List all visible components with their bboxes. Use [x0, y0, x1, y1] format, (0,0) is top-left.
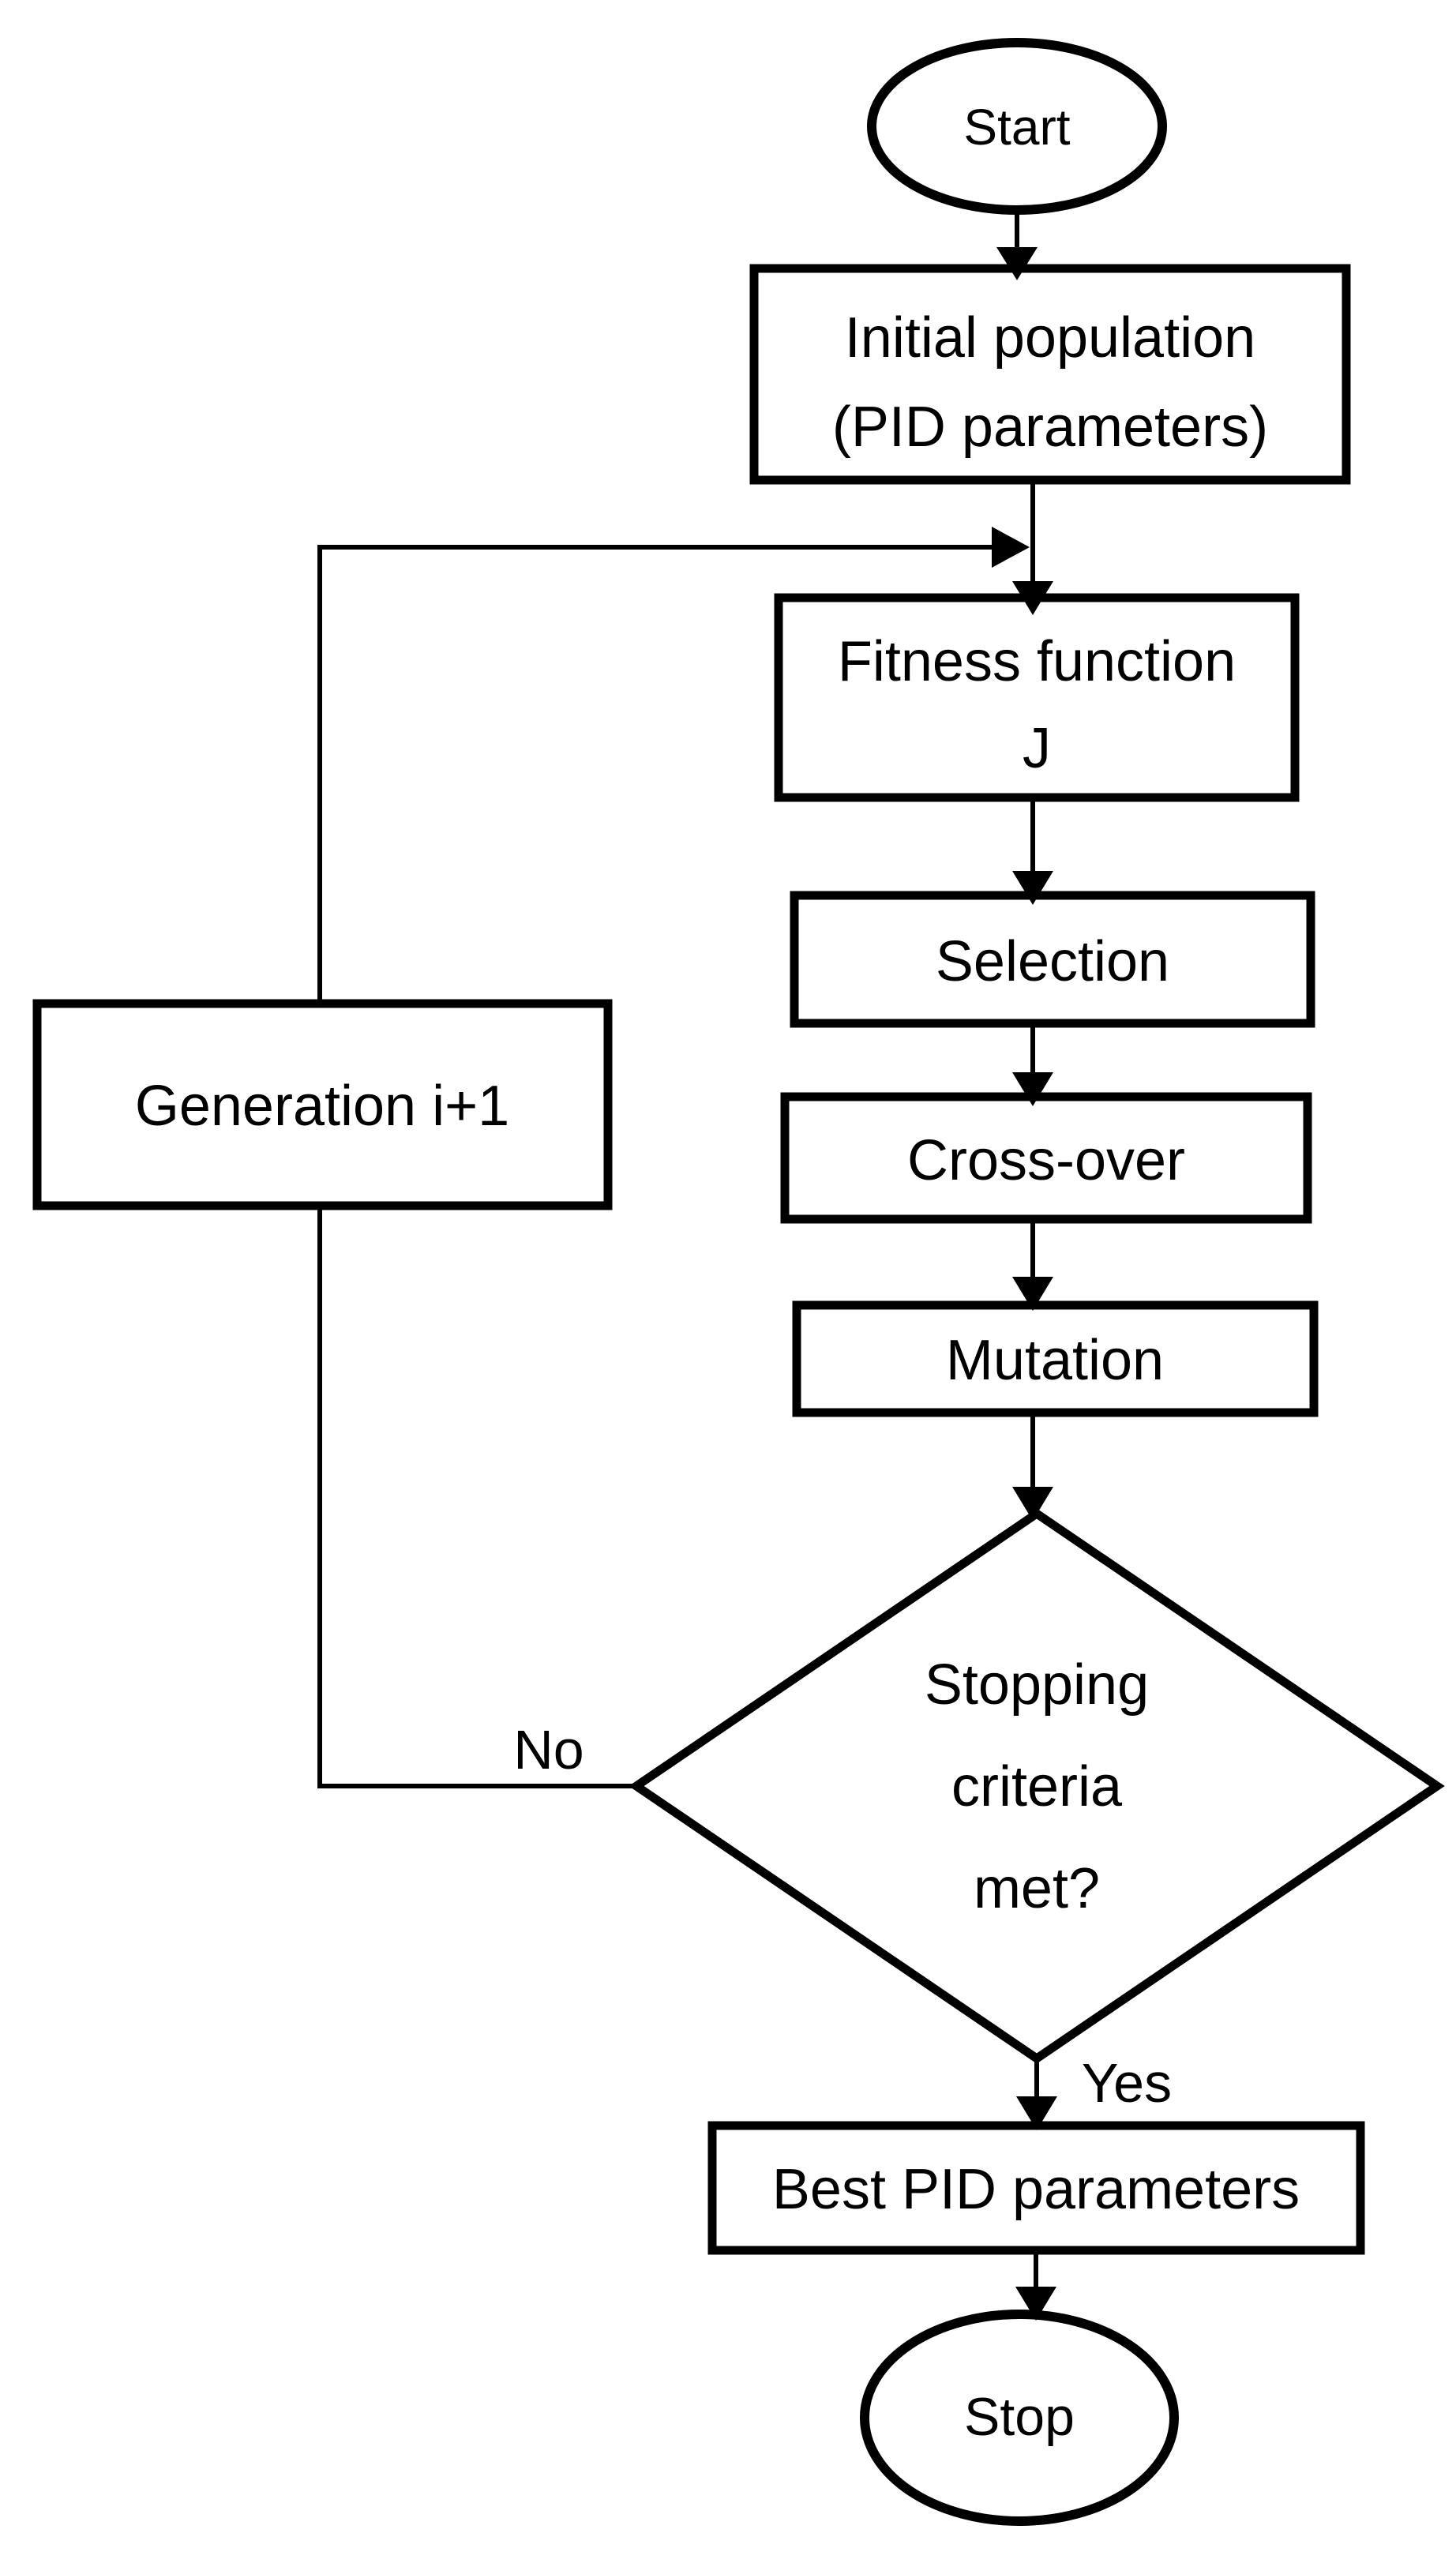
fitness-function-label-line1: Fitness function [838, 630, 1236, 693]
fitness-function-label-line2: J [1023, 717, 1051, 780]
stopping-criteria-label-line2: criteria [951, 1755, 1123, 1818]
arrowhead-start-to-initial [996, 247, 1038, 280]
initial-population-node [749, 264, 1351, 485]
start-label: Start [963, 99, 1070, 156]
stopping-criteria-label-line3: met? [974, 1857, 1100, 1920]
arrowhead-initial-to-fitness [1012, 581, 1053, 615]
stopping-criteria-label-line1: Stopping [925, 1653, 1149, 1717]
stop-label: Stop [964, 2387, 1075, 2447]
arrowhead-crossover-to-mutation [1012, 1277, 1053, 1311]
selection-label: Selection [936, 930, 1169, 993]
arrowhead-selection-to-crossover [1012, 1072, 1053, 1106]
mutation-node [792, 1300, 1319, 1417]
arrowhead-best-to-stop [1015, 2287, 1056, 2321]
best-pid-parameters-node [707, 2121, 1365, 2255]
generation-node [32, 999, 613, 1210]
arrowhead-fitness-to-selection [1012, 871, 1053, 905]
cross-over-node [780, 1092, 1312, 1224]
initial-population-label-line1: Initial population [845, 306, 1255, 370]
mutation-label: Mutation [946, 1329, 1164, 1392]
yes-edge-label: Yes [1082, 2052, 1172, 2114]
stop-node [860, 2310, 1179, 2526]
arrowhead-mutation-to-decision [1012, 1487, 1053, 1521]
arrowhead-decision-to-best [1016, 2096, 1057, 2130]
no-edge-label: No [513, 1719, 584, 1781]
generation-label: Generation i+1 [135, 1075, 509, 1138]
selection-node [790, 891, 1315, 1028]
cross-over-label: Cross-over [907, 1129, 1185, 1192]
initial-population-label-line2: (PID parameters) [832, 396, 1268, 459]
best-pid-parameters-label: Best PID parameters [772, 2158, 1300, 2221]
arrowhead-feedback-to-junction [992, 527, 1030, 568]
